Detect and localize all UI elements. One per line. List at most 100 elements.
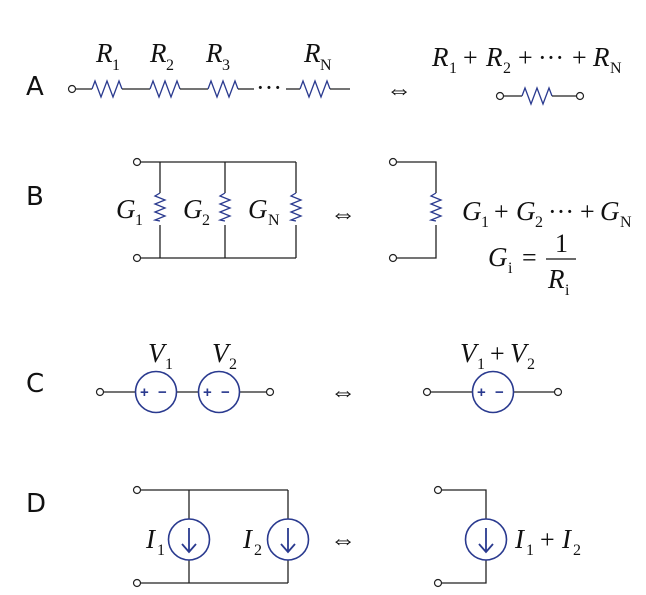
gi-subscript: i (508, 260, 513, 277)
resistor-r3 (207, 79, 239, 99)
i2-label: I (242, 524, 254, 554)
terminal-node (132, 253, 142, 263)
r1-subscript: 1 (112, 57, 120, 74)
eq-plus: + (572, 43, 587, 72)
row-b-parallel-conductances: B G 1 G 2 G N ⇔ G 1 + G 2 ··· + G N G i … (26, 157, 632, 299)
i1-subscript: 1 (157, 542, 165, 559)
eq-i2-subscript: 2 (573, 542, 581, 559)
r3-label: R (205, 38, 223, 68)
row-a-label: A (26, 72, 44, 102)
equivalent-voltage-source (471, 370, 515, 414)
equivalence-arrow: ⇔ (330, 377, 356, 406)
g2-subscript: 2 (202, 212, 210, 229)
eq-plus: + (463, 43, 478, 72)
terminal-node (132, 578, 142, 588)
eq-rn: R (592, 42, 610, 72)
eq-g2-subscript: 2 (535, 214, 543, 231)
resistor-rn (299, 79, 331, 99)
eq-v1-subscript: 1 (477, 356, 485, 373)
terminal-node (265, 387, 275, 397)
eq-v2-subscript: 2 (527, 356, 535, 373)
eq-r1-subscript: 1 (449, 60, 457, 77)
plus-sign: + (477, 384, 486, 401)
terminal-node (553, 387, 563, 397)
conductance-gn (288, 192, 303, 222)
row-d-parallel-current-sources: D I 1 I 2 ⇔ I 1 + I 2 (26, 485, 581, 588)
fraction-numerator: 1 (555, 229, 568, 258)
equals-sign: = (522, 243, 537, 272)
row-a-series-resistors: A ··· R 1 R 2 R 3 R N ⇔ R 1 + R 2 + ··· … (26, 38, 622, 106)
v2-label: V (212, 338, 232, 368)
eq-v1: V (460, 338, 480, 368)
r3-subscript: 3 (222, 57, 230, 74)
r1-label: R (95, 38, 113, 68)
eq-v2: V (510, 338, 530, 368)
eq-g1-subscript: 1 (481, 214, 489, 231)
resistor-r1 (91, 79, 123, 99)
gn-subscript: N (268, 212, 280, 229)
eq-g2: G (516, 196, 536, 226)
v1-label: V (148, 338, 168, 368)
equivalence-arrow: ⇔ (330, 199, 356, 228)
wire (188, 490, 289, 583)
terminal-node (388, 157, 398, 167)
eq-gn-subscript: N (620, 214, 632, 231)
equivalence-arrow: ⇔ (386, 75, 412, 104)
voltage-source-v1 (134, 370, 178, 414)
equivalent-conductance (428, 192, 443, 222)
row-c-series-voltage-sources: C + − + − V 1 V 2 ⇔ + − V 1 + V 2 (26, 338, 563, 414)
terminal-node (132, 157, 142, 167)
series-dots: ··· (256, 73, 282, 102)
r2-subscript: 2 (166, 57, 174, 74)
terminal-node (575, 91, 585, 101)
row-c-label: C (26, 369, 44, 399)
row-d-label: D (26, 489, 46, 519)
down-arrow-icon (181, 528, 197, 554)
equivalent-resistor (521, 86, 553, 106)
eq-r2: R (485, 42, 503, 72)
eq-dots: ··· (548, 197, 574, 226)
g2-label: G (183, 194, 203, 224)
wire (396, 161, 437, 259)
gn-label: G (248, 194, 268, 224)
eq-i2: I (561, 524, 573, 554)
fraction-denominator: R (547, 264, 565, 294)
eq-r2-subscript: 2 (503, 60, 511, 77)
r2-label: R (149, 38, 167, 68)
v2-subscript: 2 (229, 356, 237, 373)
terminal-node (388, 253, 398, 263)
minus-sign: − (158, 384, 167, 401)
plus-sign: + (203, 384, 212, 401)
eq-i1: I (514, 524, 526, 554)
conductance-g1 (152, 192, 167, 222)
eq-plus: + (494, 197, 509, 226)
terminal-node (422, 387, 432, 397)
eq-plus: + (580, 197, 595, 226)
terminal-node (95, 387, 105, 397)
eq-g1: G (462, 196, 482, 226)
g1-label: G (116, 194, 136, 224)
row-b-label: B (26, 182, 44, 212)
eq-i1-subscript: 1 (526, 542, 534, 559)
eq-gn: G (600, 196, 620, 226)
rn-subscript: N (320, 57, 332, 74)
wire (441, 489, 487, 584)
terminal-node (433, 578, 443, 588)
minus-sign: − (221, 384, 230, 401)
terminal-node (132, 485, 142, 495)
denominator-subscript: i (565, 282, 570, 299)
v1-subscript: 1 (165, 356, 173, 373)
down-arrow-icon (478, 528, 494, 554)
eq-plus: + (518, 43, 533, 72)
conductance-g2 (217, 192, 232, 222)
eq-r1: R (431, 42, 449, 72)
rn-label: R (303, 38, 321, 68)
resistor-r2 (149, 79, 181, 99)
i1-label: I (145, 524, 157, 554)
eq-plus: + (540, 525, 555, 554)
voltage-source-v2 (197, 370, 241, 414)
terminal-node (495, 91, 505, 101)
terminal-node (67, 84, 77, 94)
eq-rn-subscript: N (610, 60, 622, 77)
i2-subscript: 2 (254, 542, 262, 559)
